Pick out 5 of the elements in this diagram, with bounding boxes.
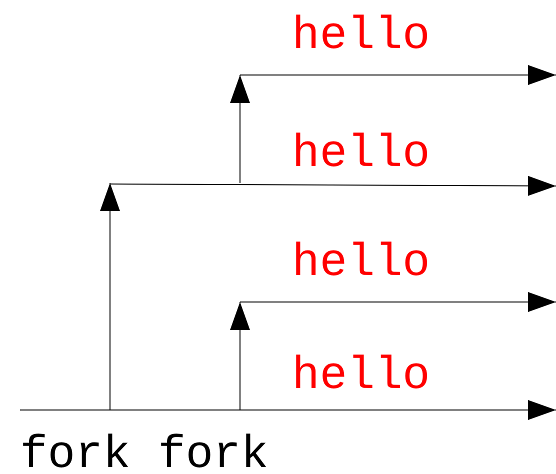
axis-caption: fork fork [20, 432, 268, 474]
process-label: hello [292, 13, 430, 59]
process-label: hello [292, 131, 430, 177]
process-label: hello [292, 240, 430, 286]
process-label: hello [292, 353, 430, 399]
